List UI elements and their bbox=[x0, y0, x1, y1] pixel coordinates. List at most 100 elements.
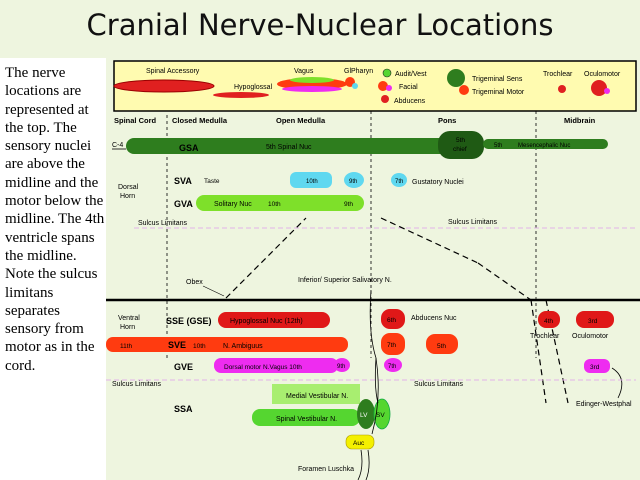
region-pons: Pons bbox=[438, 116, 456, 125]
gustatory-label: Gustatory Nuclei bbox=[412, 179, 464, 186]
trochlear-label: Trochlear bbox=[543, 71, 573, 78]
abducens-shape bbox=[381, 95, 389, 103]
facial-label: Facial bbox=[399, 84, 418, 91]
ventricle-edge-left bbox=[225, 217, 307, 299]
oculomotor-text: Oculomotor bbox=[572, 333, 609, 340]
sixth-label: 6th bbox=[387, 317, 396, 324]
oculomotor-num-label: 3rd bbox=[588, 318, 598, 325]
sulcus-lower-left-label: Sulcus Limitans bbox=[112, 381, 162, 388]
audit-vest-shape bbox=[382, 68, 392, 78]
gve-9th-label: 9th bbox=[337, 364, 345, 370]
gva-label: GVA bbox=[174, 199, 193, 209]
trigeminal-motor-label: Trigeminal Motor bbox=[472, 89, 525, 96]
c4-label: C-4 bbox=[112, 142, 123, 149]
medial-vestibular-nucleus bbox=[272, 384, 360, 404]
vagus-shape-gva bbox=[290, 77, 334, 83]
explanation-text: The nerve locations are represented at t… bbox=[5, 65, 105, 374]
trigeminal-motor-nucleus bbox=[426, 334, 458, 354]
lateral-vestibular-nucleus bbox=[357, 399, 375, 429]
lv-label: LV bbox=[360, 412, 368, 419]
ventral-horn-label-2: Horn bbox=[120, 324, 135, 331]
dorsal-motor-vagus-nucleus bbox=[214, 358, 338, 373]
slide-title: Cranial Nerve-Nuclear Locations bbox=[86, 8, 554, 42]
gva-10th-label: 10th bbox=[268, 201, 281, 208]
spinal-accessory-label: Spinal Accessory bbox=[146, 68, 200, 75]
trochlear-nucleus bbox=[538, 311, 560, 328]
trochlear-num-label: 4th bbox=[544, 318, 553, 325]
obex-pointer bbox=[202, 285, 225, 297]
svt-10th-nucleus bbox=[290, 172, 332, 188]
fifth-mes-label: 5th bbox=[494, 143, 502, 149]
spinal-vest-label: Spinal Vestibular N. bbox=[276, 416, 337, 423]
sva-label: SVA bbox=[174, 176, 192, 186]
solitary-label: Solitary Nuc bbox=[214, 201, 252, 208]
dorsal-motor-label: Dorsal motor N.Vagus 10th bbox=[224, 364, 302, 371]
gve-7th-nucleus bbox=[384, 358, 402, 372]
dorsal-horn-label-2: Horn bbox=[120, 193, 135, 200]
glossopharyngeal-shape-2 bbox=[352, 83, 358, 89]
gve-9th-nucleus bbox=[334, 358, 350, 372]
trochlear-text: Trochlear bbox=[530, 333, 560, 340]
vagus-label: Vagus bbox=[294, 68, 314, 75]
ventral-horn-label-1: Ventral bbox=[118, 315, 140, 322]
sulcus-upper-left-label: Sulcus Limitans bbox=[138, 220, 188, 227]
svt-10th-label: 10th bbox=[306, 179, 318, 185]
cochlear-path-2 bbox=[365, 449, 370, 480]
oculomotor-nucleus bbox=[576, 311, 614, 328]
salivatory-label: Inferior/ Superior Salivatory N. bbox=[298, 277, 392, 284]
svt-9th-nucleus bbox=[344, 172, 364, 188]
gva-9th-label: 9th bbox=[344, 201, 353, 208]
ventricle-edge-midbrain-left bbox=[530, 299, 547, 404]
svt-7th-nucleus bbox=[391, 173, 407, 187]
nerve-legend: Spinal Accessory Hypoglossal Vagus GlPha… bbox=[113, 60, 637, 112]
svt-9th-label: 9th bbox=[349, 179, 357, 185]
foramen-luschka-label: Foramen Luschka bbox=[298, 466, 354, 473]
oculomotor-shape bbox=[591, 80, 607, 96]
ventricle-edge-right-lower bbox=[477, 262, 532, 301]
ssa-label: SSA bbox=[174, 404, 193, 414]
eleventh-label: 11th bbox=[120, 343, 133, 350]
hypoglossal-nuc-label: Hypoglossal Nuc (12th) bbox=[230, 318, 303, 325]
chief-label: chief bbox=[453, 146, 467, 153]
chief-5th-label: 5th bbox=[456, 137, 465, 144]
glossopharyngeal-label: GlPharyn bbox=[344, 68, 373, 75]
region-spinal-cord: Spinal Cord bbox=[114, 116, 157, 125]
gsa-label: GSA bbox=[179, 143, 199, 153]
spinal-vestibular-nucleus bbox=[252, 409, 360, 426]
hypoglossal-nucleus bbox=[218, 312, 330, 328]
hypoglossal-label: Hypoglossal bbox=[234, 84, 273, 91]
oculomotor-label: Oculomotor bbox=[584, 71, 621, 78]
svt-7th-label: 7th bbox=[395, 179, 403, 185]
trochlear-shape bbox=[558, 85, 566, 93]
sve-10th-label: 10th bbox=[193, 343, 206, 350]
region-open-medulla: Open Medulla bbox=[276, 116, 326, 125]
sse-label: SSE (GSE) bbox=[166, 316, 212, 326]
mesencephalic-label: Mesencephalic Nuc bbox=[518, 143, 570, 149]
superior-vestibular-nucleus bbox=[373, 398, 391, 430]
facial-motor-nucleus bbox=[381, 333, 405, 355]
trigeminal-motor-shape bbox=[459, 85, 469, 95]
mesencephalic-nucleus bbox=[483, 139, 608, 149]
gve-7th-label: 7th bbox=[388, 364, 396, 370]
oculomotor-shape-2 bbox=[604, 88, 610, 94]
spinal-accessory-shape bbox=[113, 79, 215, 93]
sve-label: SVE bbox=[168, 340, 186, 350]
abducens-nuc-label: Abducens Nuc bbox=[411, 315, 457, 322]
chief-sensory-nucleus bbox=[438, 131, 484, 159]
facial-shape-2 bbox=[386, 85, 392, 91]
auditory-nucleus bbox=[345, 434, 375, 450]
explanation-panel: The nerve locations are represented at t… bbox=[0, 58, 106, 480]
gve-3rd-label: 3rd bbox=[590, 364, 600, 371]
hypoglossal-shape bbox=[213, 92, 269, 98]
vestibular-nerve-path bbox=[374, 357, 379, 404]
edinger-label: Edinger-Westphal bbox=[576, 401, 632, 408]
nucleus-ambiguus-column bbox=[106, 337, 348, 352]
cochlear-path-1 bbox=[357, 449, 363, 480]
nuclei-diagram: Spinal Accessory Hypoglossal Vagus GlPha… bbox=[106, 58, 640, 480]
n-ambiguus-label: N. Ambiguus bbox=[223, 343, 263, 350]
solitary-nucleus bbox=[196, 195, 364, 211]
auc-label: Auc bbox=[353, 440, 365, 447]
spinal-nuc-label: 5th Spinal Nuc bbox=[266, 144, 312, 151]
dorsal-horn-label-1: Dorsal bbox=[118, 184, 139, 191]
sulcus-upper-right-label: Sulcus Limitans bbox=[448, 219, 498, 226]
